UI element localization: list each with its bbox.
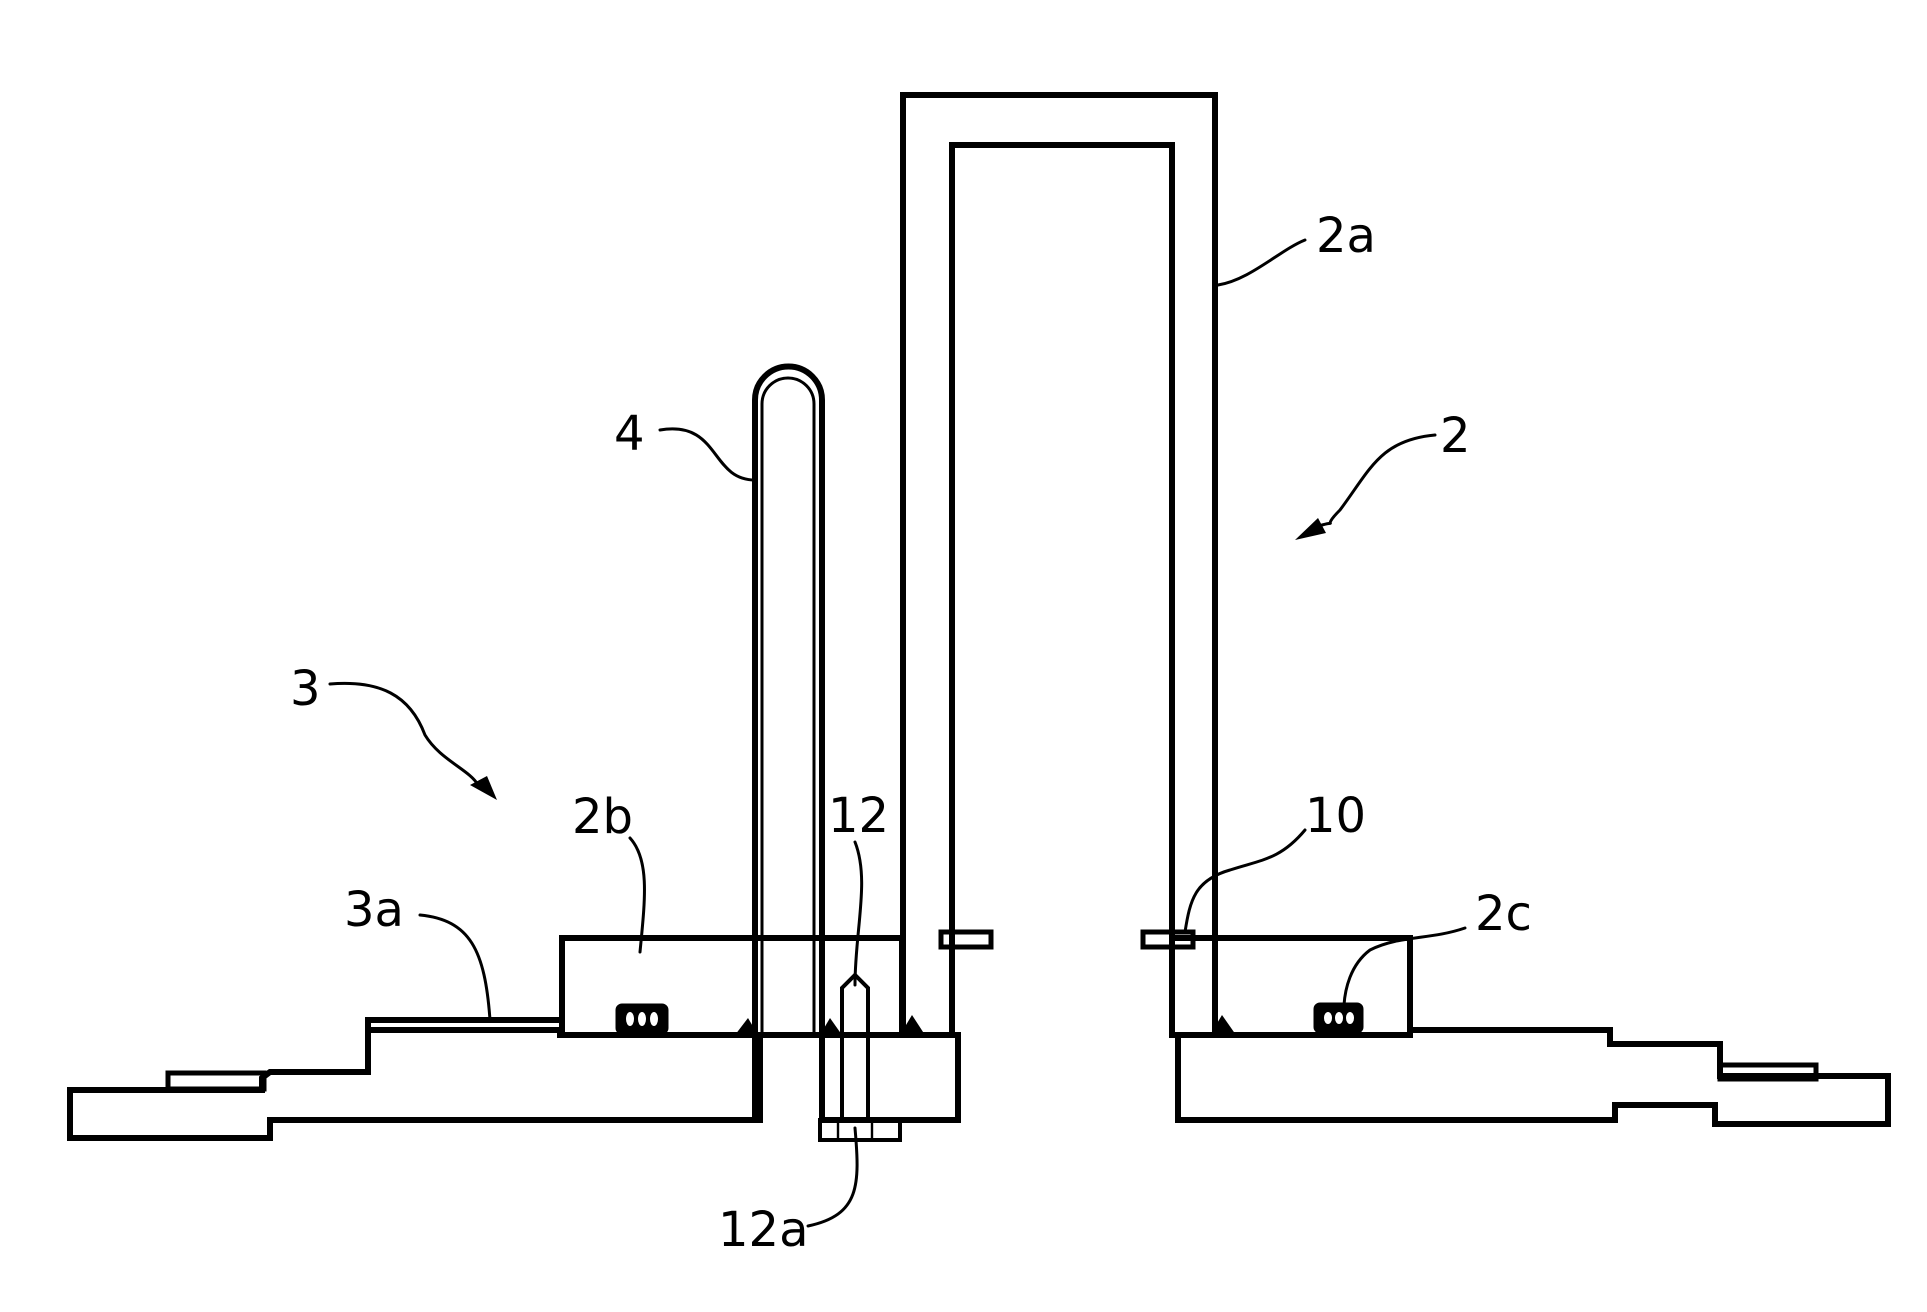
leader-2b [628,836,646,954]
leader-10 [1183,828,1307,934]
label-4: 4 [614,406,645,462]
label-3: 3 [290,661,321,717]
weld-left-tube [900,1015,925,1035]
thermocouple-tube-4 [752,363,825,1120]
leader-12a [806,1126,859,1228]
label-2c: 2c [1475,886,1532,942]
leader-4 [658,427,757,482]
label-2a: 2a [1316,208,1376,264]
flange-block-right [1169,935,1413,1038]
tube-2a [900,92,1218,1038]
leader-3a [418,913,492,1022]
arrowhead-3 [470,776,497,800]
label-12a: 12a [718,1202,809,1258]
label-12: 12 [828,788,889,844]
leader-2c [1342,926,1467,1007]
label-10: 10 [1305,788,1366,844]
base-plate-right [1175,1027,1891,1127]
retaining-ring-left [938,929,994,950]
flange-block-left-2b [559,935,905,1038]
base-plate-left [67,1027,763,1141]
leader-2a [1216,238,1307,287]
leader-3 [328,681,480,787]
arrowhead-2 [1295,518,1326,540]
leader-2 [1320,433,1437,527]
base-step-left [365,1017,560,1030]
leader-12 [853,840,864,987]
bolt-12 [818,972,902,1142]
base-step-strip-left [165,1070,267,1092]
label-2b: 2b [572,789,633,845]
label-2: 2 [1440,408,1471,464]
weld-tube4-left [735,1018,758,1035]
base-step-strip-right [1717,1062,1819,1082]
weld-right-tube [1210,1015,1236,1035]
label-3a: 3a [344,882,404,938]
weld-tube4-right [820,1018,842,1035]
retaining-ring-right-10 [1140,929,1196,950]
